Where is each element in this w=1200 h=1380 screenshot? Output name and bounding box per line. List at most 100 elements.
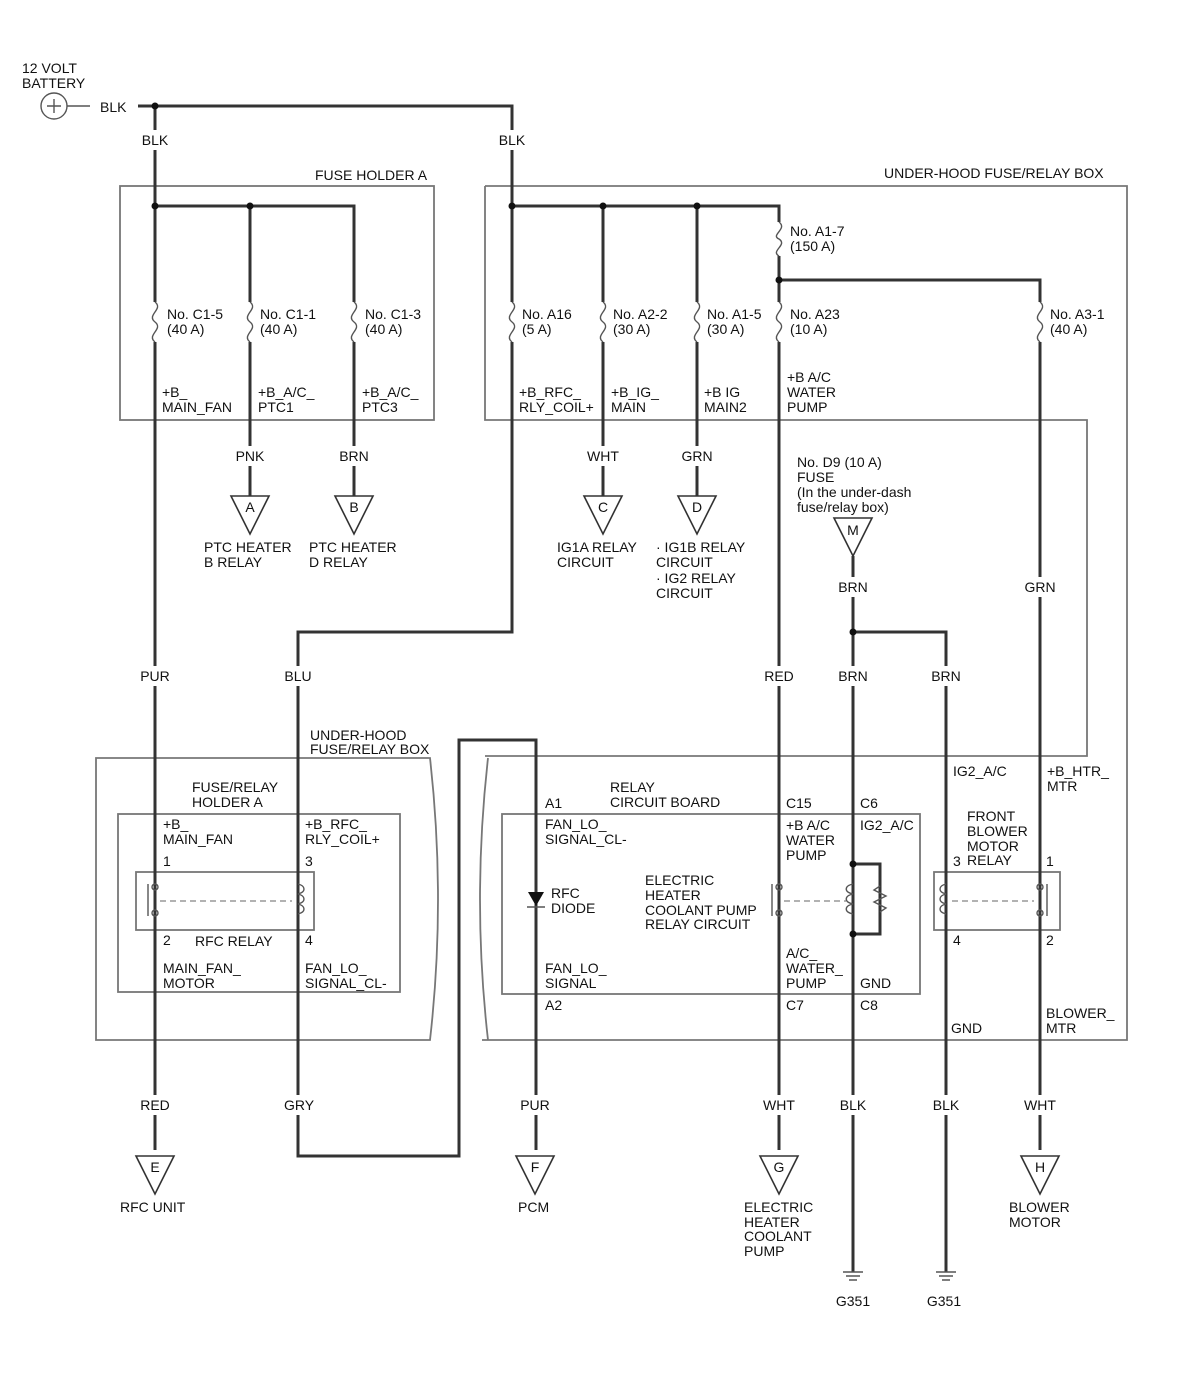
- wire-color-label: BLK: [499, 132, 526, 148]
- connector-e: E RFC UNIT: [120, 1155, 186, 1215]
- connector-label: CIRCUIT: [656, 554, 713, 570]
- connector-label: · IG2 RELAY: [656, 570, 737, 586]
- signal-label: +B_A/C_: [362, 384, 419, 400]
- connector-letter: M: [847, 522, 859, 538]
- signal-label: +B_RFC_: [519, 384, 581, 400]
- signal-label: MTR: [1046, 1020, 1076, 1036]
- connector-label: HEATER: [744, 1214, 800, 1230]
- rfc-diode-icon: [527, 892, 545, 908]
- fuse-label: (30 A): [707, 321, 744, 337]
- battery-label: 12 VOLT: [22, 60, 77, 76]
- wire-color-label: BRN: [931, 668, 961, 684]
- connector-label: D RELAY: [309, 554, 369, 570]
- pin-number: 3: [305, 853, 313, 869]
- fuse-label: (40 A): [365, 321, 402, 337]
- connector-label: CIRCUIT: [656, 585, 713, 601]
- signal-label: +B_HTR_: [1047, 763, 1109, 779]
- signal-label: MTR: [1047, 778, 1077, 794]
- pin-number: 1: [163, 853, 171, 869]
- signal-label: PUMP: [787, 399, 827, 415]
- rfc-relay-terminal: MAIN_FAN: [163, 831, 233, 847]
- fuse-label: (30 A): [613, 321, 650, 337]
- connector-letter: A: [245, 499, 255, 515]
- ground-label: G351: [836, 1293, 870, 1309]
- relay-board-terminal: WATER: [786, 832, 835, 848]
- pin-label: C15: [786, 795, 812, 811]
- battery-label: BATTERY: [22, 75, 86, 91]
- relay-board-terminal: FAN_LO_: [545, 960, 607, 976]
- signal-label: PTC3: [362, 399, 398, 415]
- connector-letter: H: [1035, 1159, 1045, 1175]
- ground-icon: [843, 1271, 863, 1281]
- relay-board-terminal: IG2_A/C: [860, 817, 914, 833]
- rfc-relay-terminal: RLY_COIL+: [305, 831, 380, 847]
- wire-color-labels: BLK BLK PNK BRN WHT GRN BRN GRN PUR BLU …: [140, 132, 1056, 1113]
- pin-number: 2: [1046, 932, 1054, 948]
- fuse-label: (10 A): [790, 321, 827, 337]
- fuse-relay-holder-a-box: [117, 813, 401, 993]
- connector-h: H BLOWER MOTOR: [1009, 1155, 1070, 1230]
- rfc-diode-label: DIODE: [551, 900, 595, 916]
- fuse-label: No. C1-3: [365, 306, 421, 322]
- rfc-relay-terminal: +B_RFC_: [305, 816, 367, 832]
- pin-number: 3: [953, 853, 961, 869]
- connector-label: PUMP: [744, 1243, 784, 1259]
- signal-label: +B_A/C_: [258, 384, 315, 400]
- fuse-d9-note: fuse/relay box): [797, 499, 889, 515]
- pin-number: 2: [163, 932, 171, 948]
- rfc-coil-wire: [296, 206, 538, 1158]
- pin-number: 4: [305, 932, 313, 948]
- ground-label: G351: [927, 1293, 961, 1309]
- fuse-label: (40 A): [1050, 321, 1087, 337]
- relay-circuit-label: HEATER: [645, 887, 701, 903]
- fuse-label: No. C1-1: [260, 306, 316, 322]
- connector-label: PTC HEATER: [204, 539, 292, 555]
- wire-color-label: BRN: [838, 579, 868, 595]
- fuse-label: No. A16: [522, 306, 572, 322]
- rfc-relay-symbol: [147, 883, 305, 917]
- wire-color-label: GRN: [681, 448, 712, 464]
- connector-f: F PCM: [514, 1155, 556, 1215]
- fuse-label: No. A3-1: [1050, 306, 1105, 322]
- relay-board-terminal: FAN_LO_: [545, 816, 607, 832]
- signal-label: +B_: [162, 384, 188, 400]
- relay-board-terminal: PUMP: [786, 975, 826, 991]
- connector-letter: D: [692, 499, 702, 515]
- connector-letter: F: [531, 1159, 540, 1175]
- connector-label: B RELAY: [204, 554, 263, 570]
- under-hood-left-title: FUSE/RELAY BOX: [310, 741, 430, 757]
- under-hood-right-break: [479, 757, 489, 1041]
- signal-label: +B A/C: [787, 369, 831, 385]
- relay-coil-loop: [853, 862, 882, 936]
- pin-number: 4: [953, 932, 961, 948]
- relay-board-terminal: SIGNAL: [545, 975, 597, 991]
- connector-label: ELECTRIC: [744, 1199, 813, 1215]
- relay-board-terminal: SIGNAL_CL-: [545, 831, 627, 847]
- under-hood-left-title: UNDER-HOOD: [310, 727, 406, 743]
- signal-label: MAIN2: [704, 399, 747, 415]
- pin-label: C8: [860, 997, 878, 1013]
- signal-label: IG2_A/C: [953, 763, 1007, 779]
- wire-color-label: PNK: [236, 448, 265, 464]
- rfc-relay-name: RFC RELAY: [195, 933, 273, 949]
- signal-label: +B_IG_: [611, 384, 659, 400]
- connector-letter: C: [598, 499, 608, 515]
- wire-color-label: WHT: [587, 448, 619, 464]
- signal-label: MAIN_FAN: [162, 399, 232, 415]
- pin-label: A2: [545, 997, 562, 1013]
- relay-board-title: RELAY: [610, 779, 656, 795]
- ground-icon: [936, 1271, 956, 1281]
- relay-circuit-label: ELECTRIC: [645, 872, 714, 888]
- fuse-label: No. A2-2: [613, 306, 668, 322]
- connector-letter: B: [349, 499, 358, 515]
- connector-label: PCM: [518, 1199, 549, 1215]
- fuse-label: (40 A): [260, 321, 297, 337]
- connector-label: PTC HEATER: [309, 539, 397, 555]
- connector-label: BLOWER: [1009, 1199, 1070, 1215]
- wire-color-label: PUR: [140, 668, 170, 684]
- relay-circuit-label: COOLANT PUMP: [645, 902, 757, 918]
- connector-a: A PTC HEATER B RELAY: [204, 495, 292, 570]
- wire-color-label: GRY: [284, 1097, 315, 1113]
- water-pump-relay-symbol: [771, 883, 888, 917]
- wire-color-label: BLK: [840, 1097, 867, 1113]
